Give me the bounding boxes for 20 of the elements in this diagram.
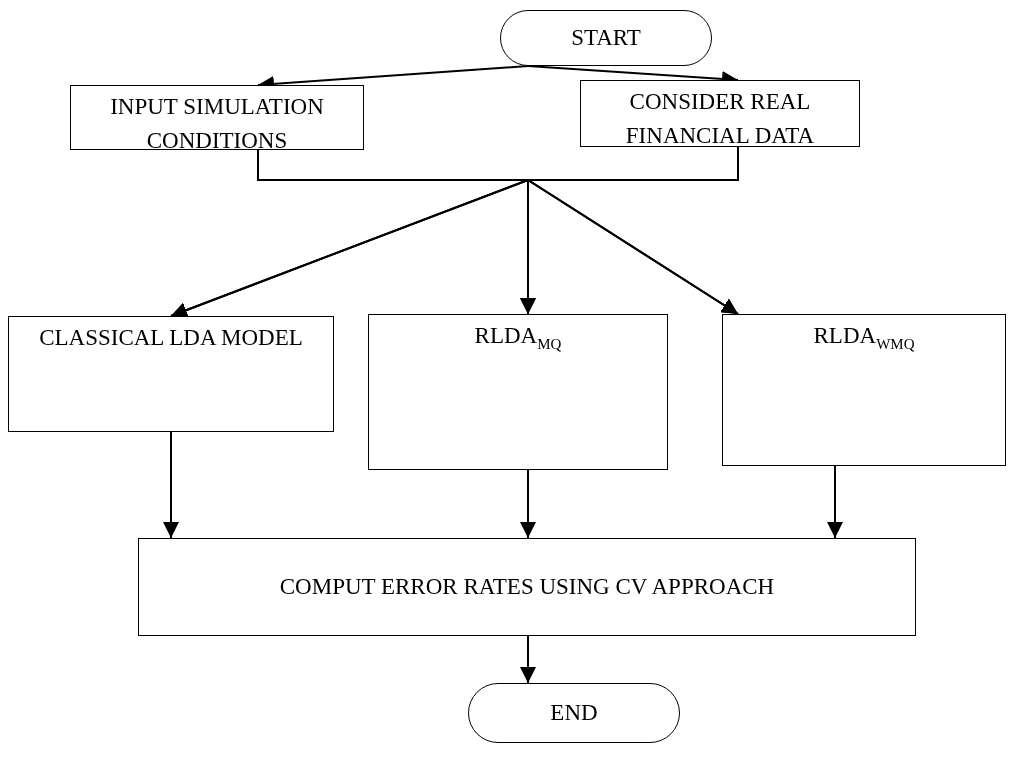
process-box [722, 314, 1006, 466]
arrow [163, 431, 179, 539]
start-terminal [500, 10, 712, 66]
arrow [520, 635, 536, 684]
process-box [368, 314, 668, 470]
arrow [827, 465, 843, 539]
node-label: RLDA$_{MQ}$ [474, 322, 562, 354]
process-box [138, 538, 916, 636]
arrow [520, 469, 536, 539]
node-label: COMPUT ERROR RATES USING CV APPROACH [279, 573, 775, 601]
node-label: INPUT SIMULATION CONDITIONS [109, 93, 325, 155]
node-label: CLASSICAL LDA MODEL [39, 324, 303, 352]
node-label: START [571, 24, 641, 52]
end-terminal [468, 683, 680, 743]
process-box [8, 316, 334, 432]
node-label: CONSIDER REAL FINANCIAL DATA [624, 88, 816, 150]
node-label: END [550, 699, 598, 727]
node-label: RLDA$_{WMQ}$ [813, 322, 915, 354]
process-box [70, 85, 364, 150]
process-box [580, 80, 860, 147]
